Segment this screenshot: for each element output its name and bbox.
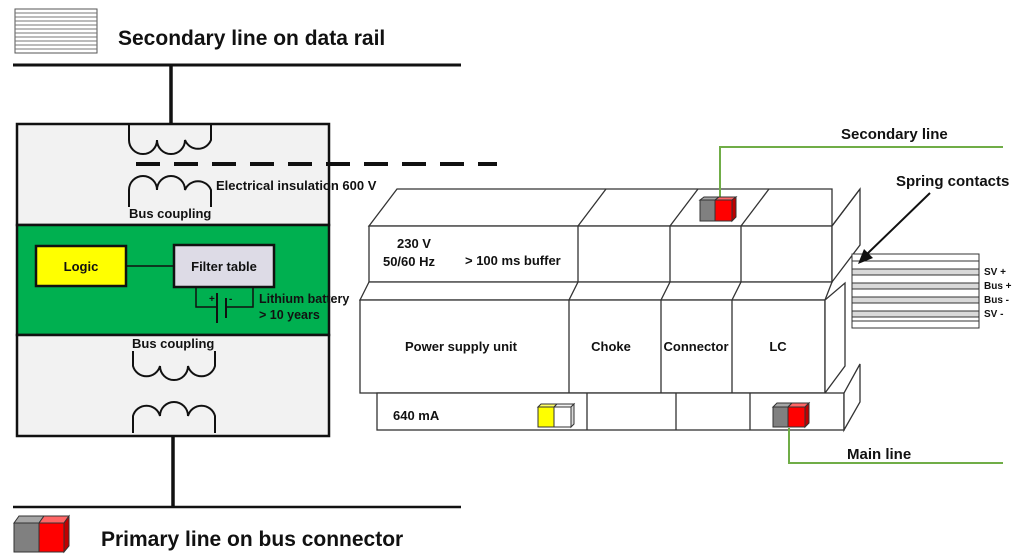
- contact-bus-plus: Bus +: [984, 281, 1012, 292]
- rail-device: [358, 187, 861, 433]
- legend-secondary-label: Secondary line on data rail: [118, 27, 385, 50]
- bus-connector-icon: [13, 514, 70, 554]
- frequency-label: 50/60 Hz: [383, 254, 436, 269]
- battery-plus: +: [209, 294, 215, 305]
- logic-block: [34, 244, 128, 288]
- bus-coupling-top-label: Bus coupling: [129, 206, 211, 221]
- coil-upper-primary-icon: [128, 124, 212, 155]
- battery-label-line2: > 10 years: [259, 308, 320, 322]
- filter-table-block: [172, 243, 276, 289]
- coupler-bottom-section: [15, 333, 331, 438]
- module-lc: LC: [769, 339, 787, 354]
- coil-upper-secondary-icon: [128, 175, 212, 207]
- secondary-line-label: Secondary line: [841, 126, 948, 143]
- secondary-bus-connector-icon: [698, 196, 738, 223]
- module-choke: Choke: [591, 339, 631, 354]
- legend-primary-label: Primary line on bus connector: [101, 528, 403, 551]
- spring-contacts-rail: [851, 253, 980, 329]
- battery-minus: -: [229, 294, 232, 305]
- contact-bus-minus: Bus -: [984, 295, 1009, 306]
- logic-label: Logic: [64, 259, 99, 274]
- main-line-label: Main line: [847, 446, 911, 463]
- spring-contacts-label: Spring contacts: [896, 173, 1009, 190]
- current-label: 640 mA: [393, 408, 440, 423]
- voltage-label: 230 V: [397, 236, 431, 251]
- module-power-supply: Power supply unit: [405, 339, 518, 354]
- data-rail-icon: [14, 8, 98, 54]
- insulation-label: Electrical insulation 600 V: [216, 178, 377, 193]
- arrow-icon: [858, 192, 931, 264]
- contact-sv-plus: SV +: [984, 267, 1006, 278]
- power-connector-icon: [536, 402, 576, 429]
- main-bus-connector-icon: [771, 401, 811, 429]
- contact-sv-minus: SV -: [984, 309, 1003, 320]
- buffer-label: > 100 ms buffer: [465, 253, 561, 268]
- battery-icon: [195, 287, 254, 323]
- coil-lower-secondary-icon: [132, 401, 216, 433]
- coil-lower-primary-icon: [132, 351, 216, 381]
- filter-table-label: Filter table: [191, 259, 257, 274]
- bus-coupling-bottom-label: Bus coupling: [132, 336, 214, 351]
- battery-label-line1: Lithium battery: [259, 292, 349, 306]
- main-line-wire: [788, 428, 1003, 464]
- module-connector: Connector: [664, 339, 729, 354]
- secondary-line-wire: [719, 146, 1003, 200]
- coupler-top-section: [15, 122, 331, 227]
